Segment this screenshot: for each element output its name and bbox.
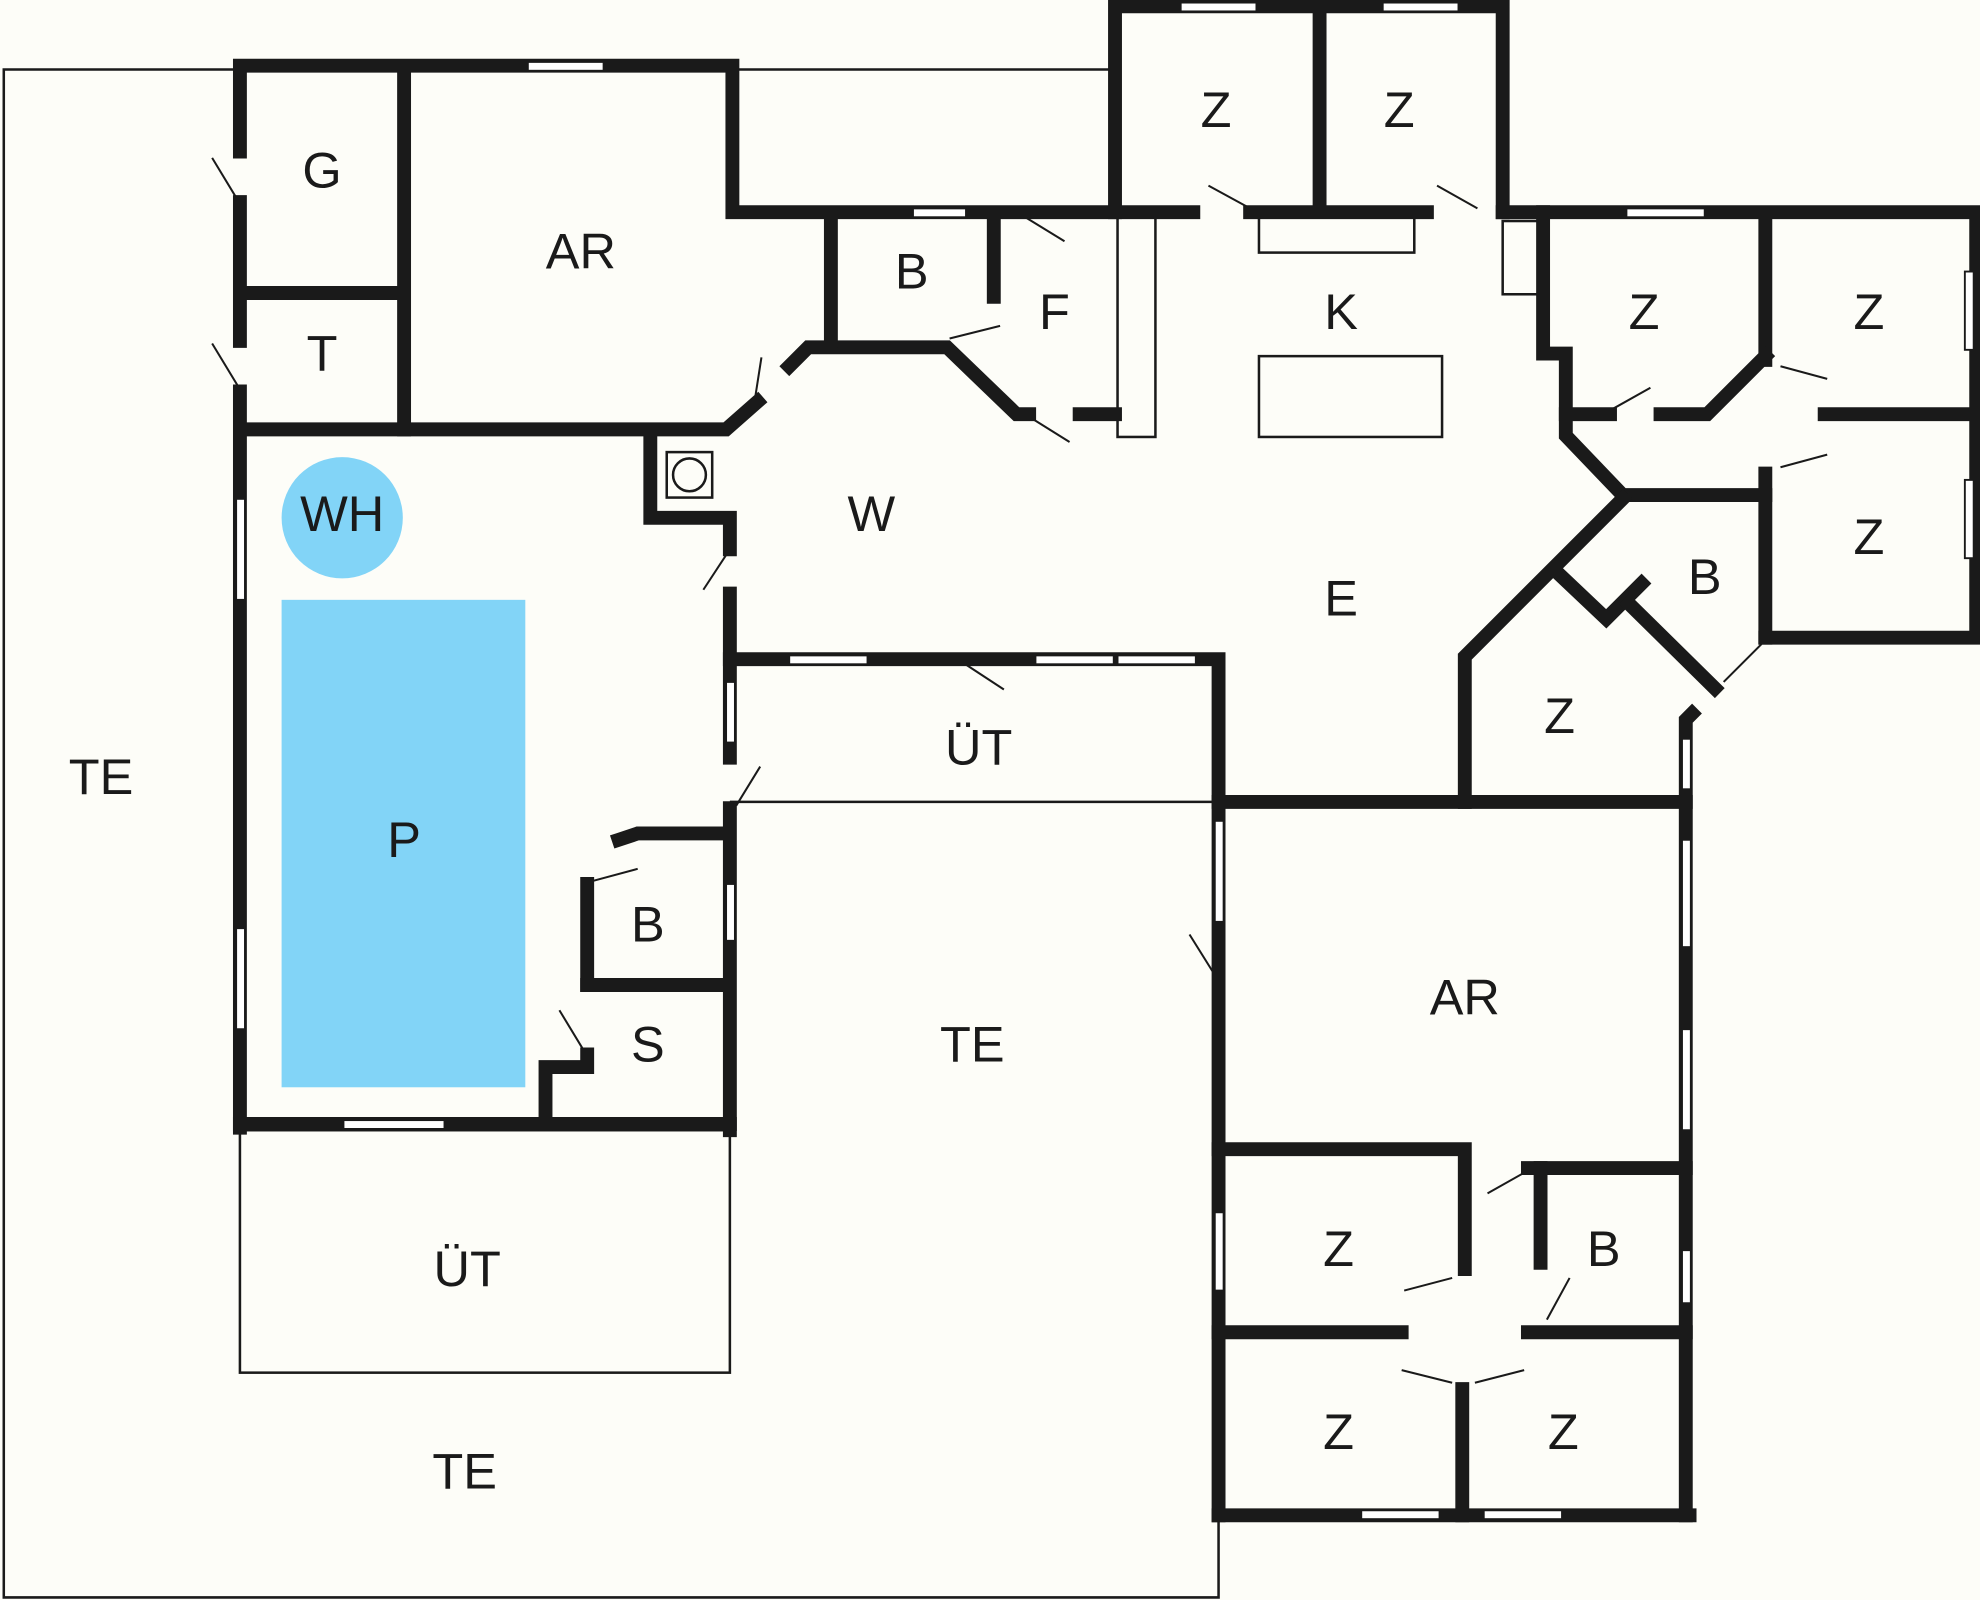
room-label-z-lr3: Z [1548,1403,1579,1460]
room-label-w: W [847,485,895,542]
room-label-z-lr2: Z [1323,1403,1354,1460]
stove-icon [671,457,708,493]
room-label-ar-top: AR [546,222,616,279]
room-label-ut-mid: ÜT [945,719,1012,776]
room-label-ut-bottom: ÜT [434,1240,501,1297]
room-label-ar-right: AR [1430,969,1500,1026]
room-labels: G T AR B F Z Z K Z Z Z B Z E W WH P ÜT B… [69,81,1885,1499]
room-label-te-center: TE [940,1015,1005,1072]
room-label-z-top2: Z [1384,81,1415,138]
room-label-s: S [631,1015,665,1072]
room-label-k: K [1324,283,1358,340]
windows [235,1,1975,1521]
room-label-b-pool: B [631,896,665,953]
room-label-z-r3: Z [1853,508,1884,565]
room-label-p: P [387,811,421,868]
room-label-te-left: TE [69,748,134,805]
room-label-f: F [1039,283,1070,340]
room-label-z-top1: Z [1201,81,1232,138]
room-label-b-right: B [1688,548,1722,605]
kitchen-fixtures [665,215,1540,499]
whirlpool [281,457,403,579]
room-label-z-lr1: Z [1323,1220,1354,1277]
room-label-e: E [1324,570,1358,627]
room-label-z-r1: Z [1629,283,1660,340]
room-label-te-bottom: TE [432,1442,497,1499]
pool [281,599,526,1088]
room-label-b-top: B [895,243,929,300]
room-label-z-r2: Z [1853,283,1884,340]
room-label-z-mid: Z [1544,687,1575,744]
door-swings [211,157,1828,1384]
room-label-wh: WH [300,485,384,542]
room-label-b-lr: B [1587,1220,1621,1277]
room-label-g: G [302,142,341,199]
room-label-t: T [307,325,338,382]
